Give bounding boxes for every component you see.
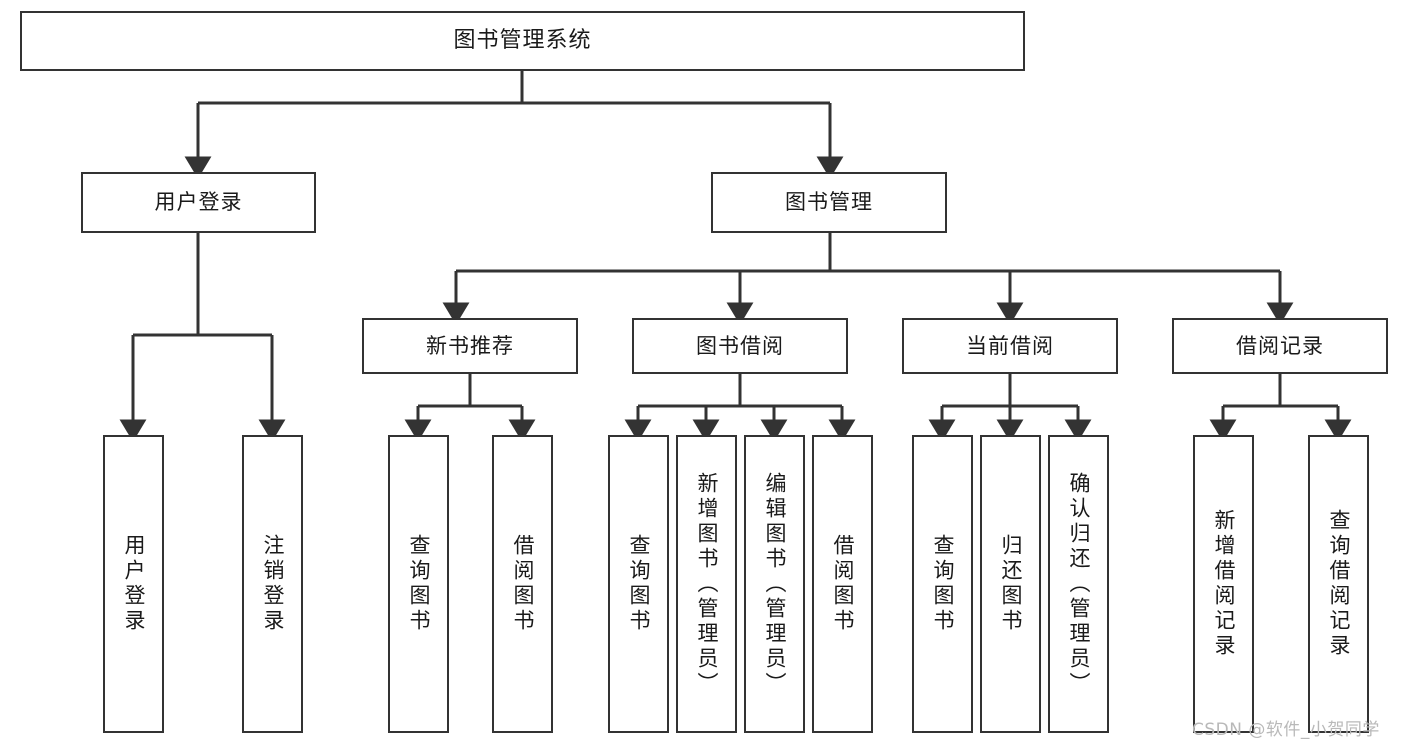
node-current-borrow[interactable]: 当前借阅 [902, 318, 1118, 374]
node-leaf-borrow-book-under-new-book-rec[interactable]: 借阅图书 [492, 435, 553, 733]
node-leaf-user-login[interactable]: 用户登录 [103, 435, 164, 733]
node-label: 确认归还（管理员） [1067, 471, 1091, 697]
node-label: 图书管理 [785, 190, 873, 215]
node-label: 查询借阅记录 [1327, 509, 1351, 659]
node-label: 用户登录 [122, 534, 146, 634]
node-label: 借阅记录 [1236, 333, 1324, 358]
node-leaf-query-book-under-new-book-rec[interactable]: 查询图书 [388, 435, 449, 733]
node-leaf-query-book-under-book-borrow[interactable]: 查询图书 [608, 435, 669, 733]
node-label: 查询图书 [407, 534, 431, 634]
node-user-login[interactable]: 用户登录 [81, 172, 316, 233]
node-label: 图书管理系统 [453, 28, 592, 54]
node-leaf-borrow-book-under-book-borrow[interactable]: 借阅图书 [812, 435, 873, 733]
node-label: 注销登录 [261, 534, 285, 634]
node-root-book-management-system[interactable]: 图书管理系统 [20, 11, 1025, 71]
node-label: 编辑图书（管理员） [763, 471, 787, 697]
watermark: CSDN @软件_小贺同学 [1192, 720, 1380, 740]
node-label: 新书推荐 [426, 333, 514, 358]
node-new-book-recommendation[interactable]: 新书推荐 [362, 318, 578, 374]
node-label: 新增借阅记录 [1212, 509, 1236, 659]
node-label: 用户登录 [154, 190, 243, 215]
node-book-borrow[interactable]: 图书借阅 [632, 318, 848, 374]
node-label: 查询图书 [627, 534, 651, 634]
node-book-manage[interactable]: 图书管理 [711, 172, 947, 233]
node-leaf-query-borrow-record[interactable]: 查询借阅记录 [1308, 435, 1369, 733]
node-label: 图书借阅 [696, 333, 784, 358]
node-label: 查询图书 [931, 534, 955, 634]
node-leaf-query-book-under-current-borrow[interactable]: 查询图书 [912, 435, 973, 733]
node-label: 当前借阅 [966, 333, 1054, 358]
node-leaf-return-book[interactable]: 归还图书 [980, 435, 1041, 733]
node-leaf-add-borrow-record[interactable]: 新增借阅记录 [1193, 435, 1254, 733]
node-label: 借阅图书 [831, 534, 855, 634]
node-leaf-add-book[interactable]: 新增图书（管理员） [676, 435, 737, 733]
node-leaf-logout[interactable]: 注销登录 [242, 435, 303, 733]
node-leaf-confirm-return[interactable]: 确认归还（管理员） [1048, 435, 1109, 733]
node-label: 新增图书（管理员） [695, 471, 719, 697]
node-borrow-record[interactable]: 借阅记录 [1172, 318, 1388, 374]
node-leaf-edit-book[interactable]: 编辑图书（管理员） [744, 435, 805, 733]
node-label: 借阅图书 [511, 534, 535, 634]
node-label: 归还图书 [999, 534, 1023, 634]
